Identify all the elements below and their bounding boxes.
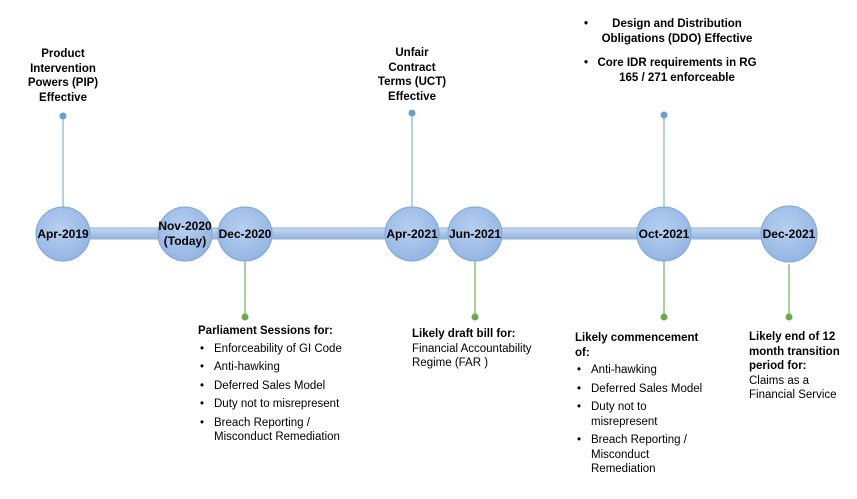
stem-dot-uct: [408, 109, 416, 117]
note-line: Product: [41, 48, 85, 60]
note-heading: period for:: [749, 360, 807, 372]
stem-dot-ddo: [660, 111, 668, 119]
milestone-dec-2021: Dec-2021: [760, 205, 818, 263]
note-bullet: Design and Distribution Obligations (DDO…: [584, 17, 758, 46]
note-bullet: Deferred Sales Model: [200, 379, 368, 394]
stem-dot-pip: [59, 112, 67, 120]
note-transition: Likely end of 12 month transition period…: [749, 330, 849, 403]
note-line: Intervention: [30, 62, 96, 75]
note-line: Effective: [39, 91, 87, 104]
stem-parliament: [241, 261, 249, 321]
milestone-label: Nov-2020: [158, 219, 212, 233]
stem-dot-far: [471, 313, 479, 321]
stem-ddo: [660, 111, 668, 207]
note-bullet-list: Enforceability of GI Code Anti-hawking D…: [198, 342, 368, 445]
milestone-apr-2019: Apr-2019: [35, 206, 91, 262]
note-heading: Likely commencement of:: [575, 332, 699, 359]
note-bullet: Core IDR requirements in RG 165 / 271 en…: [584, 56, 758, 85]
note-bullet: Breach Reporting / Misconduct Remediatio…: [577, 433, 715, 477]
note-heading: Likely end of 12: [749, 331, 836, 343]
stem-transition: [785, 264, 793, 321]
note-heading: Parliament Sessions for:: [198, 325, 333, 337]
stem-dot-parliament: [241, 313, 249, 321]
note-line: Contract: [388, 61, 436, 74]
milestone-dec-2020: Dec-2020: [217, 206, 273, 262]
note-bullet: Deferred Sales Model: [577, 382, 715, 397]
note-line: Financial Service: [749, 389, 837, 401]
milestone-label: Apr-2021: [386, 227, 438, 241]
stem-dot-commencement: [660, 313, 668, 321]
note-line: Regime (FAR ): [412, 357, 489, 369]
note-line: Terms (UCT): [377, 76, 447, 88]
note-commencement: Likely commencement of: Anti-hawking Def…: [575, 331, 715, 481]
note-heading: month transition: [749, 345, 840, 358]
milestone-apr-2021: Apr-2021: [384, 206, 440, 262]
note-pip: Product Intervention Powers (PIP) Effect…: [13, 47, 113, 105]
stem-pip: [59, 112, 67, 208]
note-heading: Likely draft bill for:: [412, 328, 516, 340]
note-bullet-list: Anti-hawking Deferred Sales Model Duty n…: [575, 363, 715, 477]
note-bullet: Anti-hawking: [577, 363, 715, 378]
note-line: Effective: [388, 90, 436, 103]
note-bullet: Anti-hawking: [200, 360, 368, 375]
milestone-sublabel: (Today): [164, 234, 206, 248]
note-uct: Unfair Contract Terms (UCT) Effective: [362, 46, 462, 104]
note-line: Unfair: [395, 47, 429, 59]
note-bullet-list: Design and Distribution Obligations (DDO…: [578, 17, 758, 85]
stem-commencement: [660, 261, 668, 321]
note-bullet: Duty not to misrepresent: [200, 397, 368, 412]
stem-far: [471, 261, 479, 321]
note-bullet: Duty not to misrepresent: [577, 400, 715, 429]
milestone-nov-2020: Nov-2020 (Today): [157, 206, 213, 262]
note-far: Likely draft bill for: Financial Account…: [412, 327, 552, 371]
note-line: Claims as a: [749, 374, 810, 387]
stem-uct: [408, 109, 416, 207]
milestone-label: Apr-2019: [37, 227, 89, 241]
milestone-oct-2021: Oct-2021: [636, 206, 692, 262]
note-bullet: Enforceability of GI Code: [200, 342, 368, 357]
note-ddo: Design and Distribution Obligations (DDO…: [578, 17, 758, 95]
milestone-label: Dec-2021: [763, 227, 816, 241]
note-line: Powers (PIP): [27, 77, 99, 89]
note-line: Financial Accountability: [412, 342, 532, 355]
milestone-label: Dec-2020: [219, 227, 272, 241]
milestone-label: Jun-2021: [449, 227, 501, 241]
note-bullet: Breach Reporting / Misconduct Remediatio…: [200, 416, 368, 445]
milestone-label: Oct-2021: [639, 227, 690, 241]
stem-dot-transition: [785, 313, 793, 321]
milestone-jun-2021: Jun-2021: [447, 206, 503, 262]
note-parliament: Parliament Sessions for: Enforceability …: [198, 324, 368, 449]
